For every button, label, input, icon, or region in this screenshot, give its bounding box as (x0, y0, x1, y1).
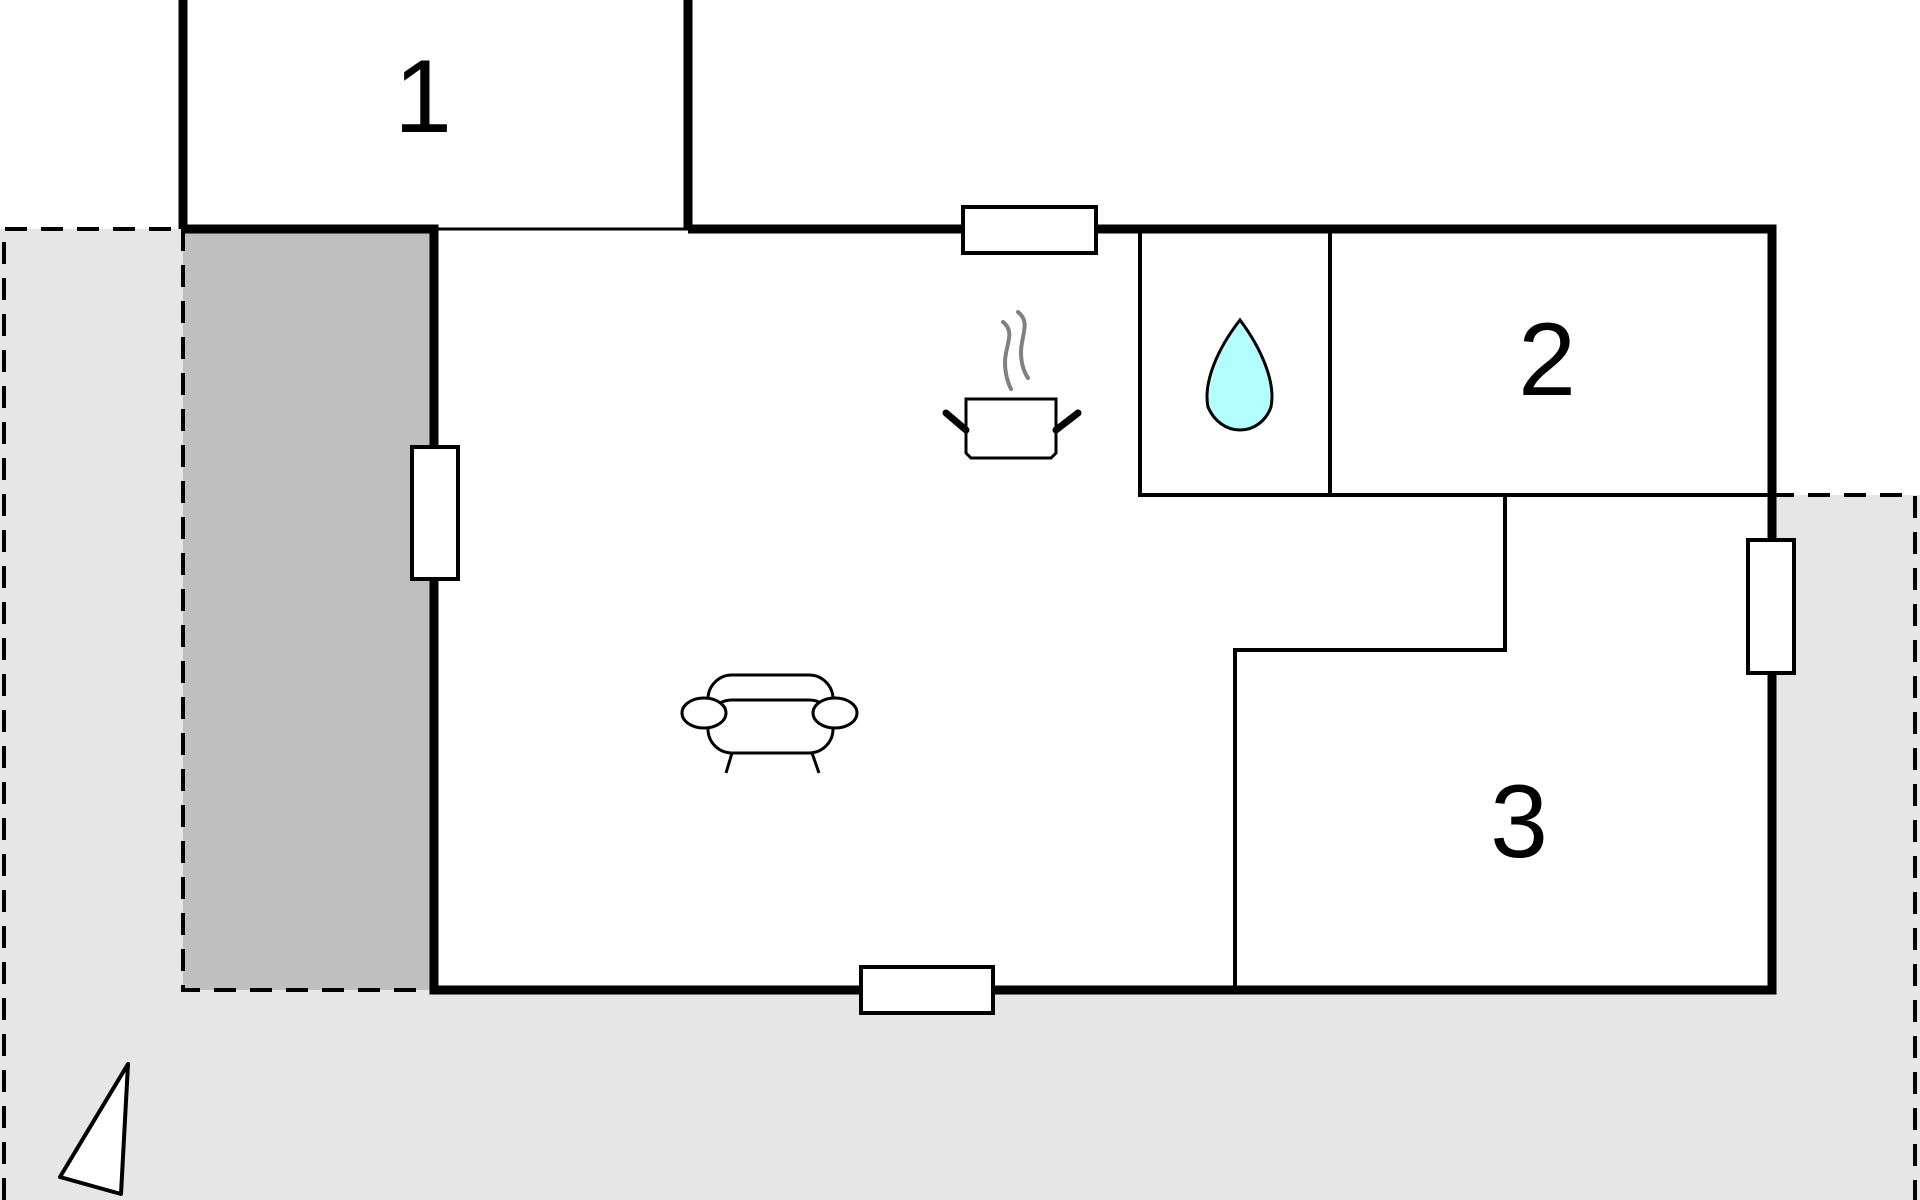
room-2-label: 2 (1518, 302, 1576, 418)
water-drop-icon (1205, 317, 1274, 432)
room-3-label: 3 (1490, 764, 1548, 880)
cooking-pot-icon (942, 310, 1082, 460)
window-right (1746, 538, 1796, 675)
room-1-label: 1 (394, 39, 452, 155)
window-top (961, 205, 1098, 255)
interior-walls (1138, 229, 1772, 990)
terrace-boundary (181, 229, 434, 992)
exterior-walls (183, 224, 1777, 995)
sofa-icon (680, 673, 859, 774)
window-bottom (859, 965, 995, 1015)
north-arrow-icon (58, 1062, 130, 1196)
window-left (410, 445, 460, 581)
covered-terrace (183, 229, 434, 990)
outdoor-area-boundary (2, 227, 1917, 1200)
room-1-walls (178, 0, 693, 229)
